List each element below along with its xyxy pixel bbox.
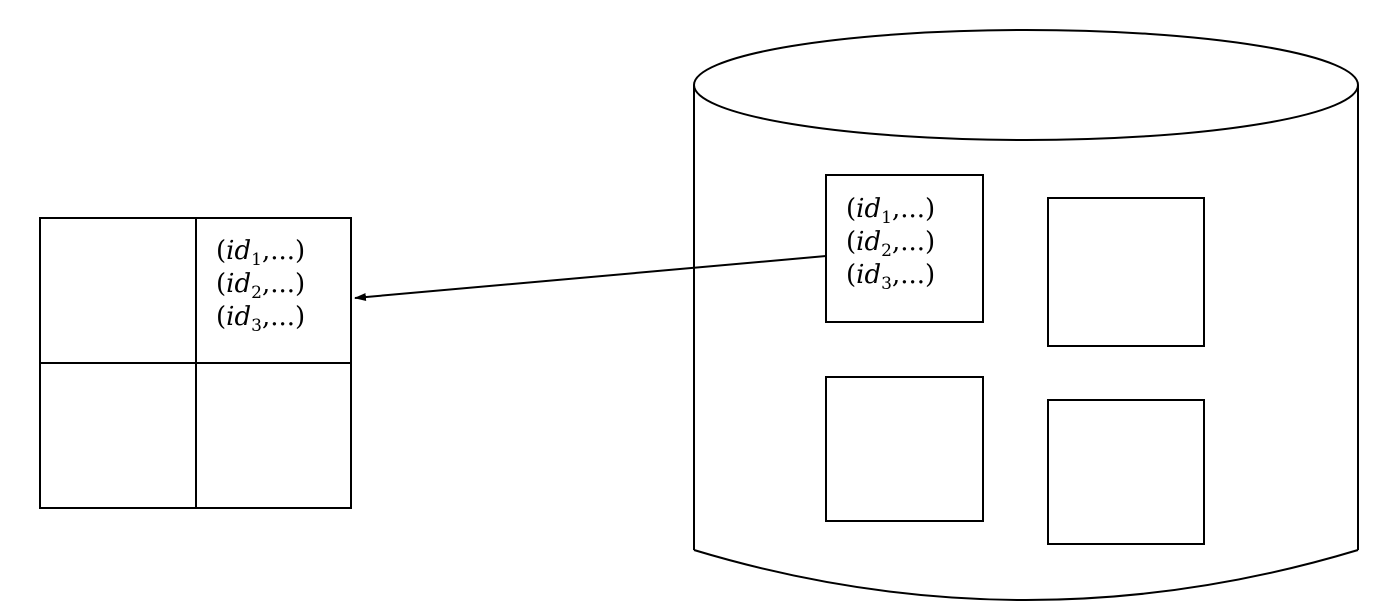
disk-cylinder <box>693 29 1359 601</box>
cylinder-top <box>693 29 1359 141</box>
disk-page-records: (id1,...) (id2,...) (id3,...) <box>846 194 935 294</box>
disk-page-3 <box>825 376 984 522</box>
record-line: (id3,...) <box>216 302 305 336</box>
record-line: (id2,...) <box>846 227 935 261</box>
record-line: (id1,...) <box>846 194 935 228</box>
record-line: (id2,...) <box>216 269 305 303</box>
record-line: (id3,...) <box>846 260 935 294</box>
grid <box>39 217 352 509</box>
pointer-arrow <box>354 255 827 302</box>
disk-page-2 <box>1047 197 1205 347</box>
disk-page-1 <box>825 174 984 323</box>
cylinder-bottom <box>693 549 1359 601</box>
grid-cell-records: (id1,...) (id2,...) (id3,...) <box>216 236 305 336</box>
record-line: (id1,...) <box>216 236 305 270</box>
disk-page-4 <box>1047 399 1205 545</box>
